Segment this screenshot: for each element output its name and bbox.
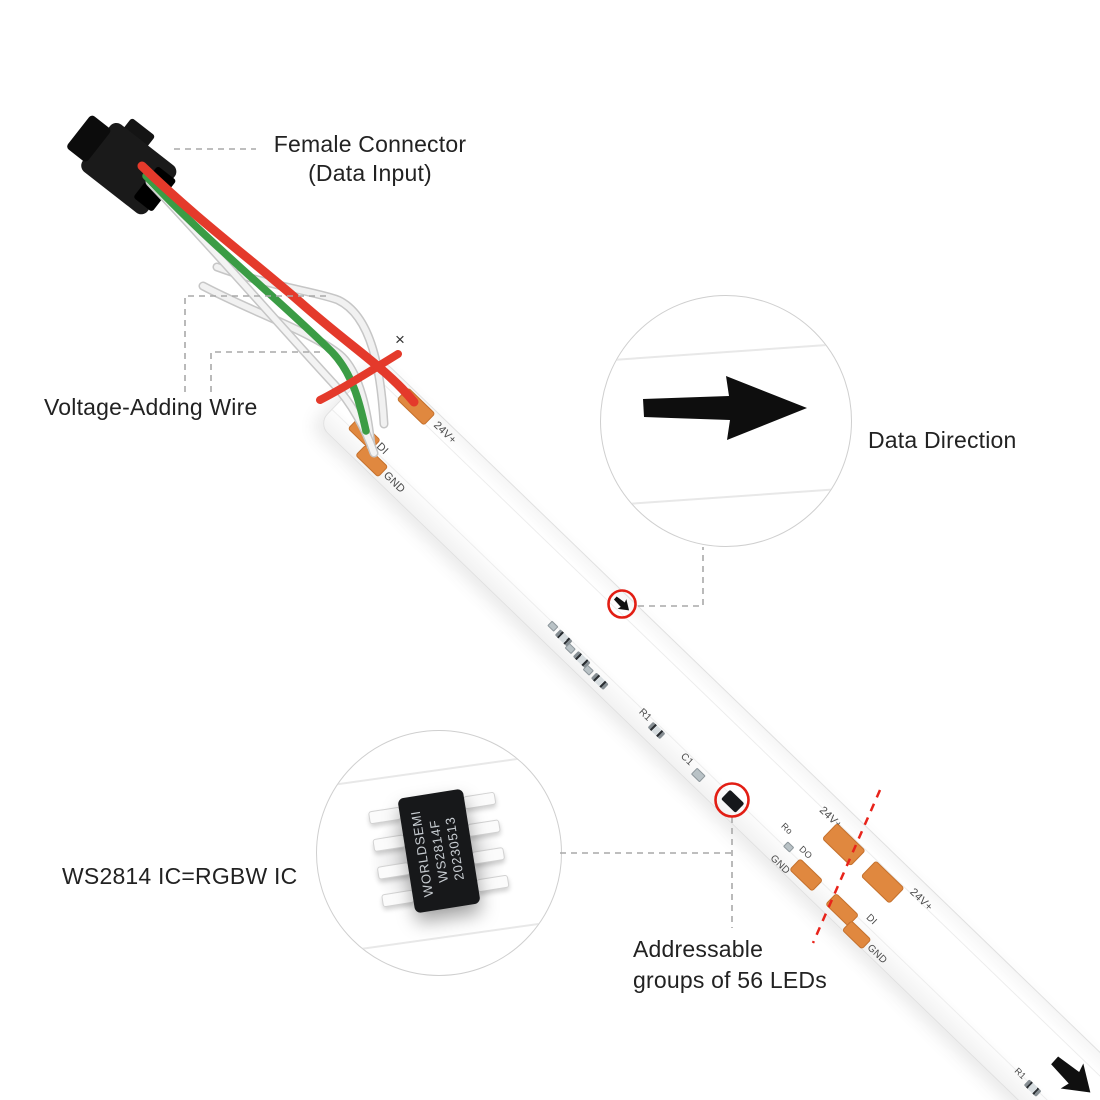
smd-capacitor [547,620,559,632]
smd-capacitor [582,664,594,676]
data-direction-arrow-icon [643,376,807,440]
female-connector-label-line1: Female Connector [273,131,467,157]
ws2814-ic-on-strip [721,789,745,813]
solder-pad-gnd-cut-left [789,858,824,892]
ic-zoom-callout: WORLDSEMI WS2814F 20230513 [316,730,562,976]
ws2814-chip: WORLDSEMI WS2814F 20230513 [367,788,510,914]
smd-capacitor [783,841,795,853]
data-direction-callout [600,295,852,547]
addressable-label-line2: groups of 56 LEDs [633,967,827,993]
leader-data-direction [638,547,704,607]
leader-voltage-wire-2 [210,351,324,392]
female-connector [67,115,177,215]
solder-point-x-mark: × [395,330,405,349]
solder-pad-24v-cut-right [860,860,905,904]
pad-label-24v-cut-right: 24V+ [907,886,935,914]
addressable-groups-label: Addressable groups of 56 LEDs [633,934,827,996]
component-label-c1: C1 [678,751,696,769]
voltage-adding-wire-label: Voltage-Adding Wire [44,394,258,420]
female-connector-label-line2: (Data Input) [308,160,432,186]
smd-resistor [1023,1079,1042,1097]
component-label-r1: R1 [636,706,654,724]
solder-pad-24v-cut-left [821,822,866,867]
solder-pad-di-cut-right [825,892,860,927]
data-direction-label: Data Direction [868,427,1017,453]
solder-pad-24v-input [396,387,436,426]
ws2814-ic-label: WS2814 IC=RGBW IC [62,863,298,889]
smd-resistor-r1 [647,721,666,740]
leader-voltage-wire-1 [184,295,330,392]
pad-label-ro: Ro [779,820,795,837]
pad-label-gnd-cut-left: GND [767,852,792,877]
female-connector-label: Female Connector (Data Input) [262,130,478,188]
addressable-label-line1: Addressable [633,936,764,962]
pad-label-gnd-input: GND [380,469,408,496]
pad-label-gnd-cut-right: GND [864,942,889,967]
